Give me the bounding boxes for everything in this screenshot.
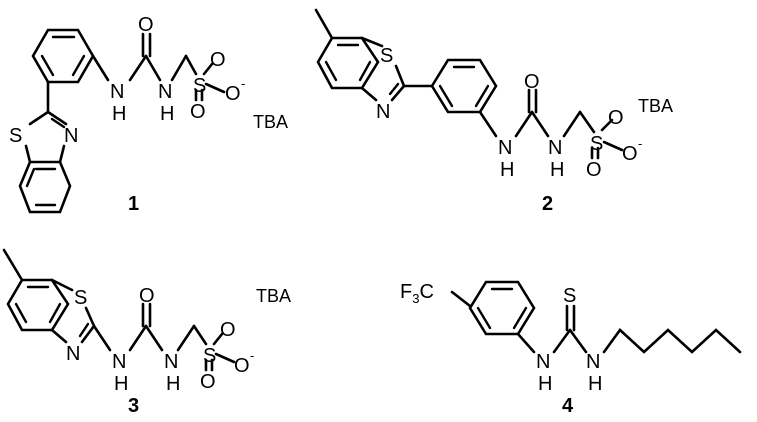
compound-3-counterion: TBA [256, 286, 291, 306]
compound-2-atom-H: H [500, 159, 514, 181]
compound-3-atom-O-top: O [220, 319, 236, 341]
compound-2-counterion: TBA [638, 96, 673, 116]
compound-1-atom-H2: H [160, 103, 174, 125]
compound-3-atom-O-minus: O [234, 355, 250, 377]
compound-3-atom-H: H [114, 373, 128, 395]
compound-4-atom-N2: N [586, 351, 600, 373]
compound-1-atom-S: S [193, 75, 206, 97]
compound-2-charge: - [638, 136, 642, 151]
compound-2-atom-N-amide: N [498, 137, 512, 159]
compound-4-atom-S: S [563, 285, 576, 307]
compound-2-atom-O-top: O [608, 107, 624, 129]
compound-3-charge: - [250, 348, 254, 363]
compound-1-benzo-ring [18, 160, 72, 214]
compound-3-atom-N2: N [164, 351, 178, 373]
compound-3-atom-S-sulfonate: S [203, 345, 216, 367]
compound-3-atom-N: N [66, 343, 80, 365]
compound-1-atom-O-minus: O [225, 83, 241, 105]
compound-4-label: 4 [562, 395, 574, 417]
compound-1-atom-O: O [138, 14, 154, 36]
compound-4-atom-N: N [536, 351, 550, 373]
compound-4-structure: F3C S H N H N 4 [400, 280, 742, 417]
compound-1-atom-O-bottom: O [190, 101, 206, 123]
compound-2-atom-O-minus: O [622, 143, 638, 165]
compound-2-atom-H2: H [550, 159, 564, 181]
compound-2-atom-O: O [524, 71, 540, 93]
compound-1-atom-S-thiazole: S [9, 125, 22, 147]
compound-2-label: 2 [542, 193, 553, 215]
compound-1-structure: O H N H N S O O O - S N TBA 1 [9, 14, 288, 215]
compound-1-label: 1 [128, 193, 139, 215]
compound-1-atom-O-top: O [210, 49, 226, 71]
compound-1-counterion: TBA [253, 112, 288, 132]
compound-3-structure: S N O H N H N S O O O - TBA 3 [2, 248, 291, 417]
compound-3-atom-O: O [139, 285, 155, 307]
compound-2-atom-N: N [376, 101, 390, 123]
compound-2-atom-S-sulfonate: S [590, 133, 603, 155]
compound-4-atom-H: H [538, 373, 552, 395]
compound-2-structure: S N O H N H N S O O O - TBA 2 [314, 8, 673, 215]
compound-2-atom-O-bottom: O [586, 159, 602, 181]
compound-1-atom-N2: N [158, 81, 172, 103]
compound-1-phenyl-ring [31, 28, 95, 84]
compound-2-atom-N2: N [548, 137, 562, 159]
compound-4-hexyl-chain [602, 328, 742, 354]
compound-3-label: 3 [128, 395, 139, 417]
compound-4-atom-H2: H [588, 373, 602, 395]
compound-1-charge: - [241, 76, 245, 91]
compound-1-atom-H: H [112, 103, 126, 125]
compound-3-atom-N-amide: N [112, 351, 126, 373]
compound-1-atom-N: N [110, 81, 124, 103]
compound-4-substituent-F: F3C [400, 281, 434, 306]
compound-3-atom-O-bottom: O [200, 371, 216, 393]
compound-2-atom-S: S [380, 45, 393, 67]
compound-3-atom-H2: H [166, 373, 180, 395]
compound-3-atom-S: S [74, 287, 87, 309]
compound-1-atom-N-thiazole: N [64, 125, 78, 147]
